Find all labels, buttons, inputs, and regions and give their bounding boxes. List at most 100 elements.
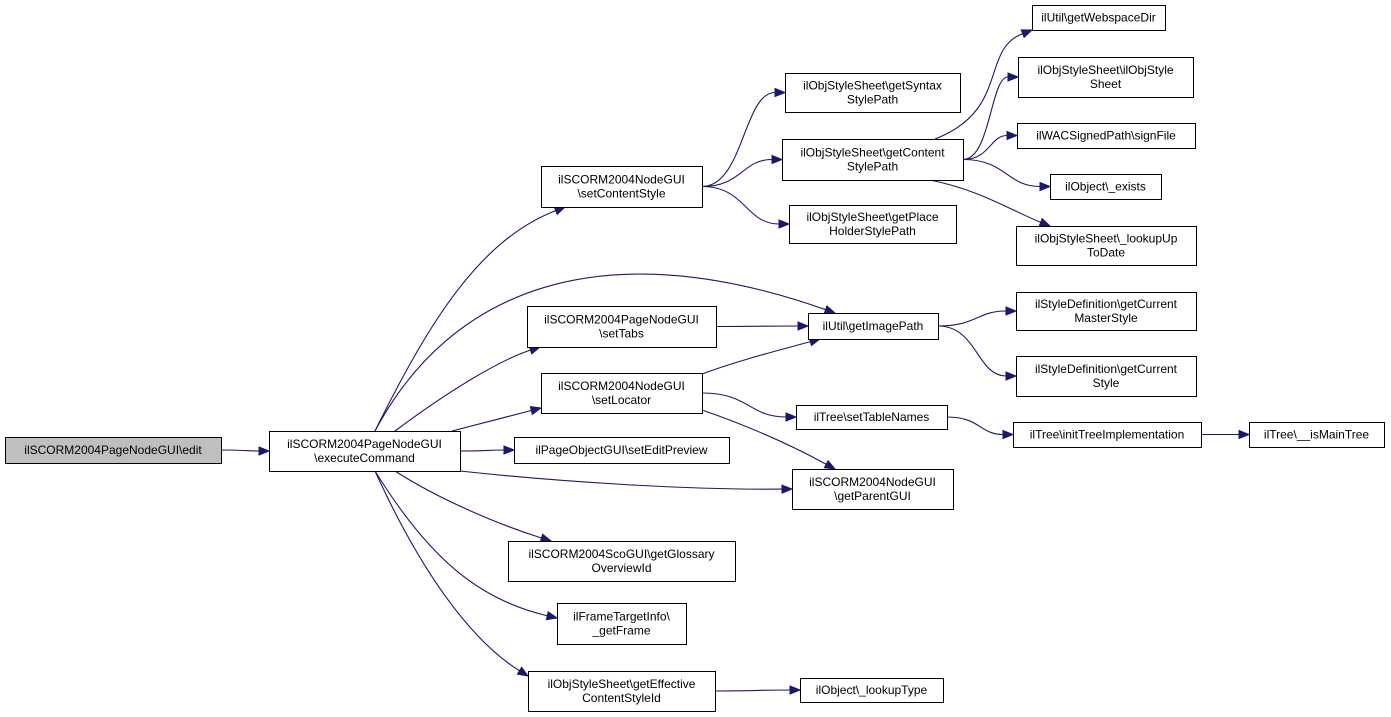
- edge-line: [937, 325, 1007, 377]
- edge-line: [701, 158, 773, 188]
- node-n13[interactable]: ilTree\setTableNames: [796, 405, 948, 430]
- node-n18[interactable]: ilWACSignedPath\signFile: [1017, 123, 1196, 149]
- node-label-line: \getParentGUI: [834, 489, 911, 503]
- edge-n4-n12: [701, 337, 822, 375]
- node-label-line: ilObjStyleSheet\getEffective: [548, 677, 696, 691]
- edge-n3-n12: [715, 321, 810, 331]
- node-label-line: ilSCORM2004NodeGUI: [809, 475, 936, 489]
- node-n7[interactable]: ilFrameTargetInfo\_getFrame: [557, 603, 687, 645]
- node-label-line: \setContentStyle: [577, 187, 665, 201]
- node-label-line: MasterStyle: [1074, 311, 1138, 325]
- edge-n10-n17: [962, 72, 1020, 161]
- edge-n8-n15: [714, 685, 802, 695]
- node-n5[interactable]: ilPageObjectGUI\setEditPreview: [514, 437, 730, 464]
- node-box: [800, 678, 944, 703]
- edge-n13-n23: [946, 416, 1015, 440]
- edge-line: [962, 76, 1009, 161]
- edge-line: [374, 470, 548, 617]
- node-box: [1016, 356, 1197, 397]
- edge-line: [714, 689, 791, 692]
- arrowhead: [789, 685, 802, 695]
- node-label-line: StylePath: [847, 93, 898, 107]
- node-label-line: ilStyleDefinition\getCurrent: [1035, 297, 1178, 311]
- node-label-line: \executeCommand: [314, 451, 415, 465]
- edge-n2-n9: [701, 87, 787, 188]
- node-box: [1016, 226, 1197, 266]
- edge-line: [701, 392, 787, 418]
- node-box: [789, 205, 957, 244]
- node-label-line: \setLocator: [592, 393, 651, 407]
- node-n8[interactable]: ilObjStyleSheet\getEffectiveContentStyle…: [528, 671, 716, 712]
- arrowhead: [778, 219, 791, 229]
- node-label-line: ilFrameTargetInfo\: [573, 610, 670, 624]
- node-box: [1016, 292, 1197, 331]
- node-box: [1050, 174, 1162, 200]
- arrowhead: [1039, 181, 1052, 192]
- node-label-line: Style: [1093, 376, 1120, 390]
- node-label-line: ilStyleDefinition\getCurrent: [1035, 362, 1178, 376]
- node-box: [514, 437, 730, 464]
- node-box: [808, 313, 939, 340]
- node-n24[interactable]: ilTree\__isMainTree: [1249, 422, 1385, 448]
- node-box: [527, 306, 717, 348]
- arrowhead: [823, 459, 837, 470]
- arrowhead: [774, 87, 787, 98]
- edge-line: [394, 349, 531, 432]
- node-n23[interactable]: ilTree\initTreeImplementation: [1013, 422, 1202, 448]
- arrowhead: [1007, 72, 1020, 82]
- node-label-line: ilWACSignedPath\signFile: [1036, 129, 1176, 143]
- node-box: [785, 73, 961, 113]
- node-n0[interactable]: ilSCORM2004PageNodeGUI\edit: [5, 437, 222, 464]
- edge-line: [934, 33, 1023, 140]
- edge-n10-n18: [962, 130, 1019, 161]
- edge-n1-n14: [459, 470, 794, 494]
- node-box: [1032, 5, 1166, 31]
- edge-n10-n16: [934, 29, 1034, 140]
- node-label-line: ilObject\_lookupType: [816, 683, 928, 697]
- node-n15[interactable]: ilObject\_lookupType: [800, 678, 944, 703]
- node-box: [508, 541, 736, 582]
- node-n12[interactable]: ilUtil\getImagePath: [808, 313, 939, 340]
- arrowhead: [1002, 429, 1015, 440]
- edge-line: [929, 179, 1041, 223]
- arrowhead: [797, 321, 810, 331]
- edge-line: [701, 409, 827, 465]
- node-label-line: ilTree\__isMainTree: [1264, 428, 1369, 442]
- node-n14[interactable]: ilSCORM2004NodeGUI\getParentGUI: [792, 469, 954, 510]
- edge-n0-n1: [220, 446, 271, 456]
- node-label-line: \setTabs: [599, 327, 644, 341]
- arrowhead: [258, 446, 271, 456]
- node-label-line: ilUtil\getImagePath: [823, 319, 924, 333]
- node-box: [782, 139, 964, 181]
- arrowhead: [1020, 29, 1034, 39]
- arrowhead: [823, 305, 837, 314]
- node-n16[interactable]: ilUtil\getWebspaceDir: [1032, 5, 1166, 31]
- node-n1[interactable]: ilSCORM2004PageNodeGUI\executeCommand: [269, 431, 461, 472]
- arrowhead: [1005, 371, 1018, 381]
- edge-n2-n11: [701, 185, 791, 229]
- node-label-line: ContentStyleId: [582, 691, 661, 705]
- edge-n10-n20: [929, 179, 1052, 227]
- node-label-line: ilPageObjectGUI\setEditPreview: [535, 443, 707, 457]
- node-n3[interactable]: ilSCORM2004PageNodeGUI\setTabs: [527, 306, 717, 348]
- node-n2[interactable]: ilSCORM2004NodeGUI\setContentStyle: [541, 166, 703, 208]
- arrowhead: [503, 445, 516, 455]
- node-n19[interactable]: ilObject\_exists: [1050, 174, 1162, 200]
- edge-line: [374, 210, 556, 432]
- node-label-line: ilTree\setTableNames: [814, 410, 930, 424]
- node-n4[interactable]: ilSCORM2004NodeGUI\setLocator: [541, 373, 703, 414]
- node-n17[interactable]: ilObjStyleSheet\ilObjStyleSheet: [1018, 57, 1194, 98]
- edge-n1-n8: [374, 470, 530, 677]
- edge-n12-n22: [937, 325, 1018, 381]
- node-label-line: ilSCORM2004PageNodeGUI\edit: [24, 443, 202, 457]
- node-label-line: ilUtil\getWebspaceDir: [1041, 11, 1156, 25]
- edge-n2-n10: [701, 154, 784, 188]
